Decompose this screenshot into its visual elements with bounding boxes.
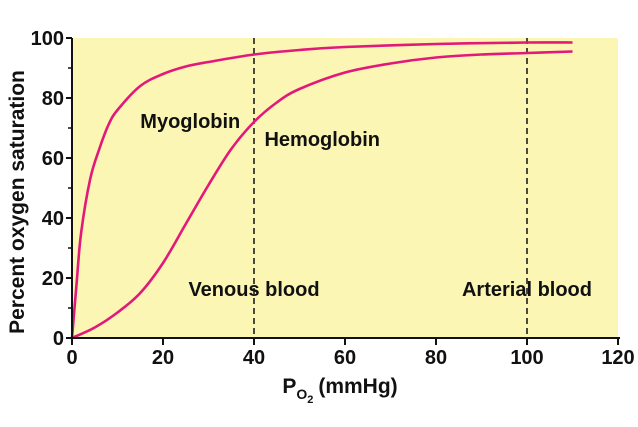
x-tick-label: 0 bbox=[66, 347, 77, 369]
y-tick-label: 20 bbox=[42, 268, 64, 290]
y-tick-label: 0 bbox=[53, 328, 64, 350]
series-line-myoglobin bbox=[70, 41, 573, 339]
reference-line-label: Venous blood bbox=[188, 279, 319, 301]
x-tick-label: 60 bbox=[334, 347, 356, 369]
y-tick-label: 80 bbox=[42, 88, 64, 110]
x-tick-label: 100 bbox=[510, 347, 543, 369]
x-tick-label: 40 bbox=[243, 347, 265, 369]
x-tick-label: 20 bbox=[152, 347, 174, 369]
x-tick-label: 120 bbox=[601, 347, 634, 369]
reference-line-label: Arterial blood bbox=[462, 279, 592, 301]
y-tick-label: 100 bbox=[31, 28, 64, 50]
y-tick-label: 40 bbox=[42, 208, 64, 230]
x-axis-title-p: P bbox=[282, 375, 296, 398]
x-axis-title-subscript-2: 2 bbox=[307, 394, 313, 406]
x-tick-label: 80 bbox=[425, 347, 447, 369]
series-line-hemoglobin bbox=[71, 50, 573, 340]
x-axis-title: PO2 (mmHg) bbox=[282, 375, 397, 406]
x-axis-title-unit: (mmHg) bbox=[318, 375, 397, 398]
y-axis-ticks: 0 20 40 60 80 100 bbox=[31, 28, 72, 350]
series-label: Hemoglobin bbox=[264, 129, 380, 151]
y-axis-title: Percent oxygen saturation bbox=[6, 70, 29, 334]
reference-lines bbox=[253, 38, 528, 338]
annotation-labels: Venous blood Arterial blood MyoglobinHemog… bbox=[140, 111, 592, 301]
series-lines bbox=[70, 41, 573, 340]
x-axis-ticks: 0 20 40 60 80 100 120 bbox=[66, 338, 635, 369]
x-axis-title-subscript-o: O bbox=[296, 386, 307, 402]
y-tick-label: 60 bbox=[42, 148, 64, 170]
series-label: Myoglobin bbox=[140, 111, 240, 133]
